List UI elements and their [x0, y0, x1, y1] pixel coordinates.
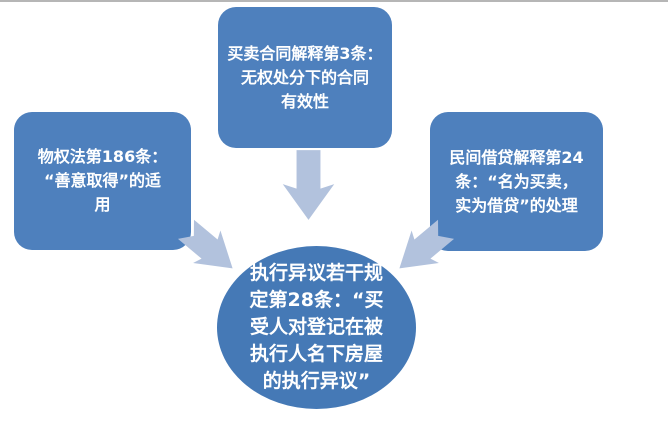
- circle-line-4: 执行人名下房屋: [249, 343, 383, 365]
- circle-line-1: 执行异议若干规: [249, 262, 383, 284]
- down-arrow-icon: [282, 150, 335, 220]
- right-box-line-1: 民间借贷解释第24: [449, 147, 584, 167]
- center-circle-execution-objection: 执行异议若干规 定第28条：“买 受人对登记在被 执行人名下房屋 的执行异议”: [217, 246, 416, 409]
- diagonal-down-left-arrow-icon: [399, 219, 455, 269]
- top-border-line: [0, 0, 668, 2]
- top-box-line-2: 无权处分下的合同: [240, 67, 369, 87]
- left-box-property-law: 物权法第186条： “善意取得”的适 用: [14, 112, 191, 250]
- right-box-line-3: 实为借贷”的处理: [455, 195, 578, 215]
- diagonal-down-right-arrow-icon: [177, 219, 233, 269]
- top-box-line-1: 买卖合同解释第3条：: [227, 43, 383, 63]
- circle-line-2: 定第28条：“买: [249, 289, 384, 311]
- left-box-line-1: 物权法第186条：: [37, 147, 168, 166]
- right-box-line-2: 条：“名为买卖，: [455, 171, 578, 191]
- circle-line-5: 的执行异议”: [262, 370, 371, 392]
- right-box-private-lending-interpretation: 民间借贷解释第24 条：“名为买卖， 实为借贷”的处理: [430, 112, 603, 251]
- top-box-sales-contract-interpretation: 买卖合同解释第3条： 无权处分下的合同 有效性: [218, 7, 392, 148]
- top-box-line-3: 有效性: [280, 91, 329, 111]
- circle-line-3: 受人对登记在被: [249, 316, 383, 338]
- left-box-line-2: “善意取得”的适: [43, 171, 162, 190]
- left-box-line-3: 用: [94, 195, 111, 214]
